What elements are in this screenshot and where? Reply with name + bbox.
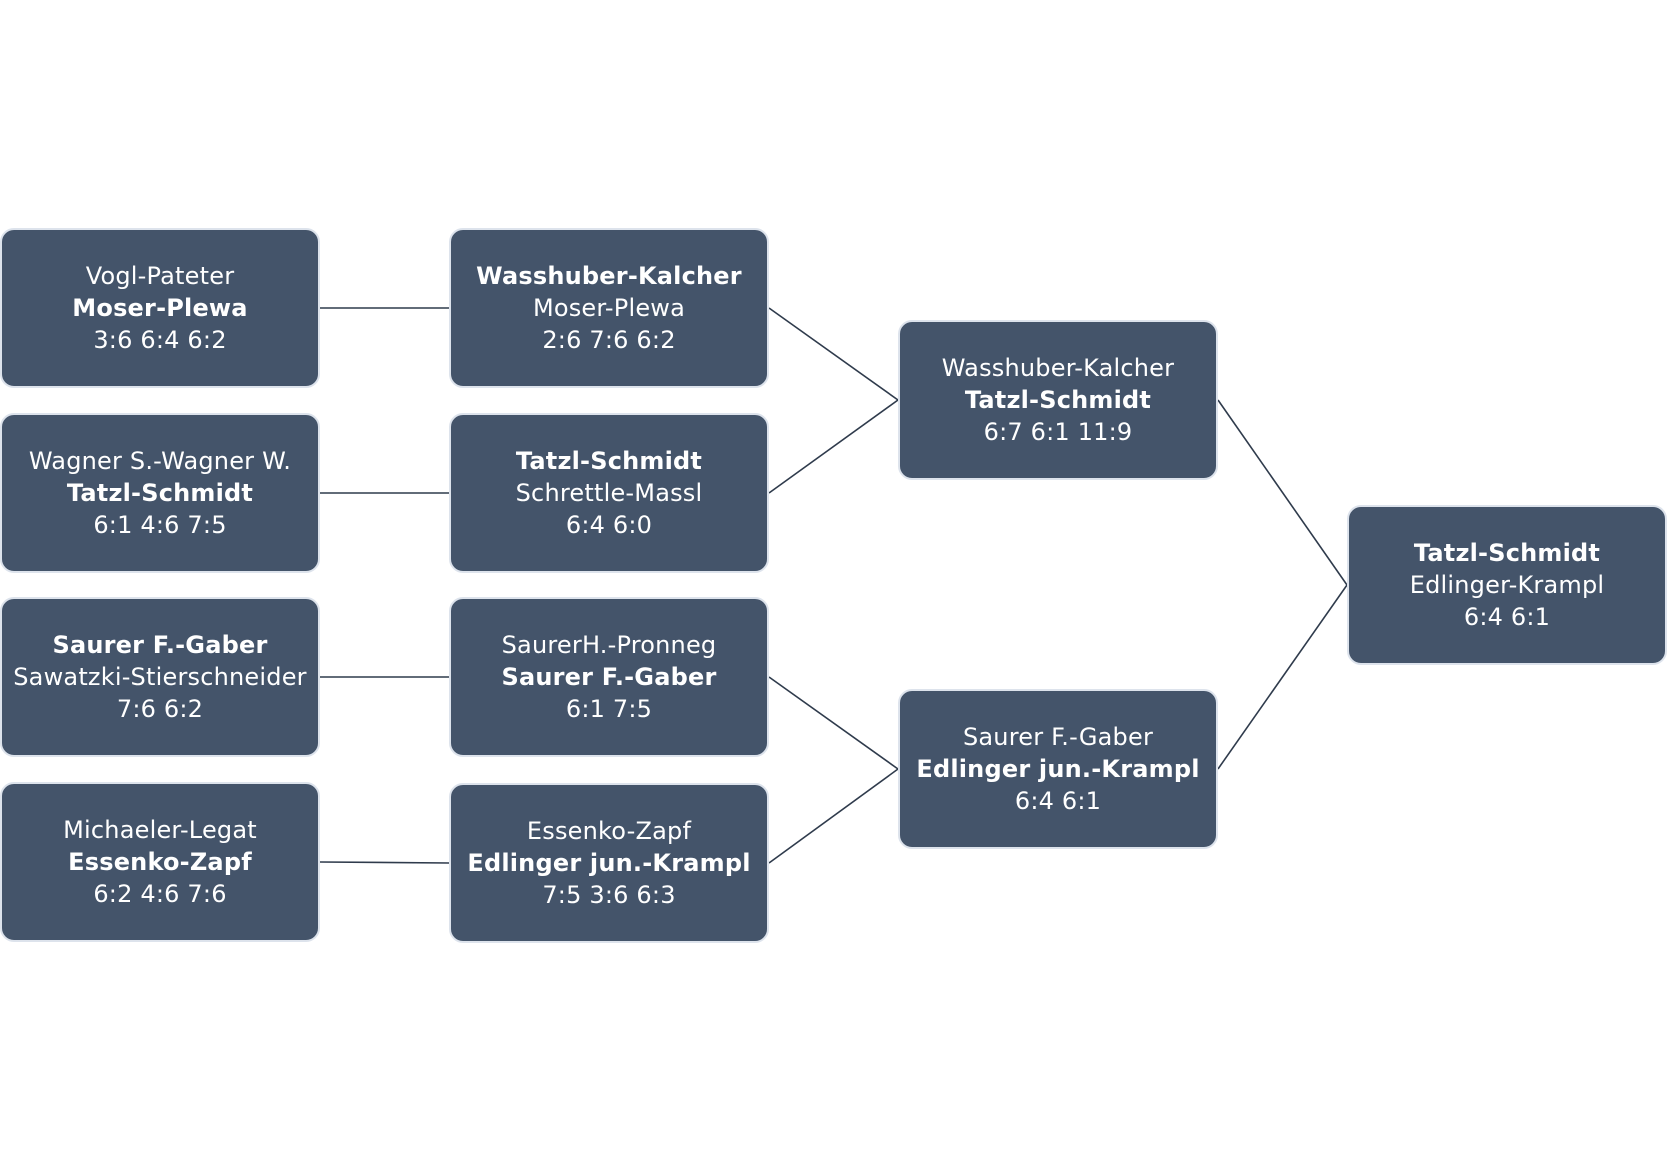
match-round2-1: Wasshuber-Kalcher Moser-Plewa 2:6 7:6 6:…: [449, 228, 769, 388]
team-a-winner: Wasshuber-Kalcher: [476, 262, 742, 290]
match-round3-2: Saurer F.-Gaber Edlinger jun.-Krampl 6:4…: [898, 689, 1218, 849]
team-a: Essenko-Zapf: [526, 817, 692, 845]
team-b-winner: Moser-Plewa: [72, 294, 248, 322]
team-b: Edlinger-Krampl: [1409, 571, 1605, 599]
team-a-winner: Tatzl-Schmidt: [515, 447, 703, 475]
connector-r3-1: [1217, 399, 1348, 586]
team-b-winner: Edlinger jun.-Krampl: [467, 849, 751, 877]
team-b-winner: Edlinger jun.-Krampl: [916, 755, 1200, 783]
match-score: 6:7 6:1 11:9: [983, 418, 1133, 446]
connector-r2-4: [768, 768, 899, 864]
match-round2-3: SaurerH.-Pronneg Saurer F.-Gaber 6:1 7:5: [449, 597, 769, 757]
team-b-winner: Tatzl-Schmidt: [66, 479, 254, 507]
team-a-winner: Tatzl-Schmidt: [1413, 539, 1601, 567]
team-b: Schrettle-Massl: [515, 479, 703, 507]
team-b: Sawatzki-Stierschneider: [13, 663, 307, 691]
match-score: 7:6 6:2: [116, 695, 204, 723]
team-a: Wagner S.-Wagner W.: [28, 447, 292, 475]
match-score: 3:6 6:4 6:2: [93, 326, 227, 354]
match-score: 6:4 6:1: [1014, 787, 1102, 815]
team-b: Moser-Plewa: [532, 294, 686, 322]
match-score: 2:6 7:6 6:2: [542, 326, 676, 354]
team-a: SaurerH.-Pronneg: [501, 631, 717, 659]
team-a: Saurer F.-Gaber: [962, 723, 1154, 751]
match-round2-2: Tatzl-Schmidt Schrettle-Massl 6:4 6:0: [449, 413, 769, 573]
team-a-winner: Saurer F.-Gaber: [52, 631, 268, 659]
team-a: Michaeler-Legat: [63, 816, 257, 844]
team-a: Vogl-Pateter: [85, 262, 235, 290]
match-score: 6:2 4:6 7:6: [93, 880, 227, 908]
team-a: Wasshuber-Kalcher: [941, 354, 1175, 382]
match-round1-3: Saurer F.-Gaber Sawatzki-Stierschneider …: [0, 597, 320, 757]
match-score: 7:5 3:6 6:3: [542, 881, 676, 909]
match-score: 6:1 7:5: [565, 695, 653, 723]
connector-r1-4: [319, 861, 450, 864]
match-score: 6:4 6:0: [565, 511, 653, 539]
team-b-winner: Saurer F.-Gaber: [501, 663, 717, 691]
connector-r2-3: [768, 676, 899, 770]
match-round1-1: Vogl-Pateter Moser-Plewa 3:6 6:4 6:2: [0, 228, 320, 388]
connector-r2-2: [768, 399, 899, 494]
match-score: 6:4 6:1: [1463, 603, 1551, 631]
match-round3-1: Wasshuber-Kalcher Tatzl-Schmidt 6:7 6:1 …: [898, 320, 1218, 480]
team-b-winner: Essenko-Zapf: [68, 848, 252, 876]
connector-r3-2: [1217, 584, 1348, 770]
match-round2-4: Essenko-Zapf Edlinger jun.-Krampl 7:5 3:…: [449, 783, 769, 943]
match-final: Tatzl-Schmidt Edlinger-Krampl 6:4 6:1: [1347, 505, 1667, 665]
match-round1-4: Michaeler-Legat Essenko-Zapf 6:2 4:6 7:6: [0, 782, 320, 942]
match-round1-2: Wagner S.-Wagner W. Tatzl-Schmidt 6:1 4:…: [0, 413, 320, 573]
connector-r2-1: [768, 307, 899, 401]
match-score: 6:1 4:6 7:5: [93, 511, 227, 539]
team-b-winner: Tatzl-Schmidt: [964, 386, 1152, 414]
